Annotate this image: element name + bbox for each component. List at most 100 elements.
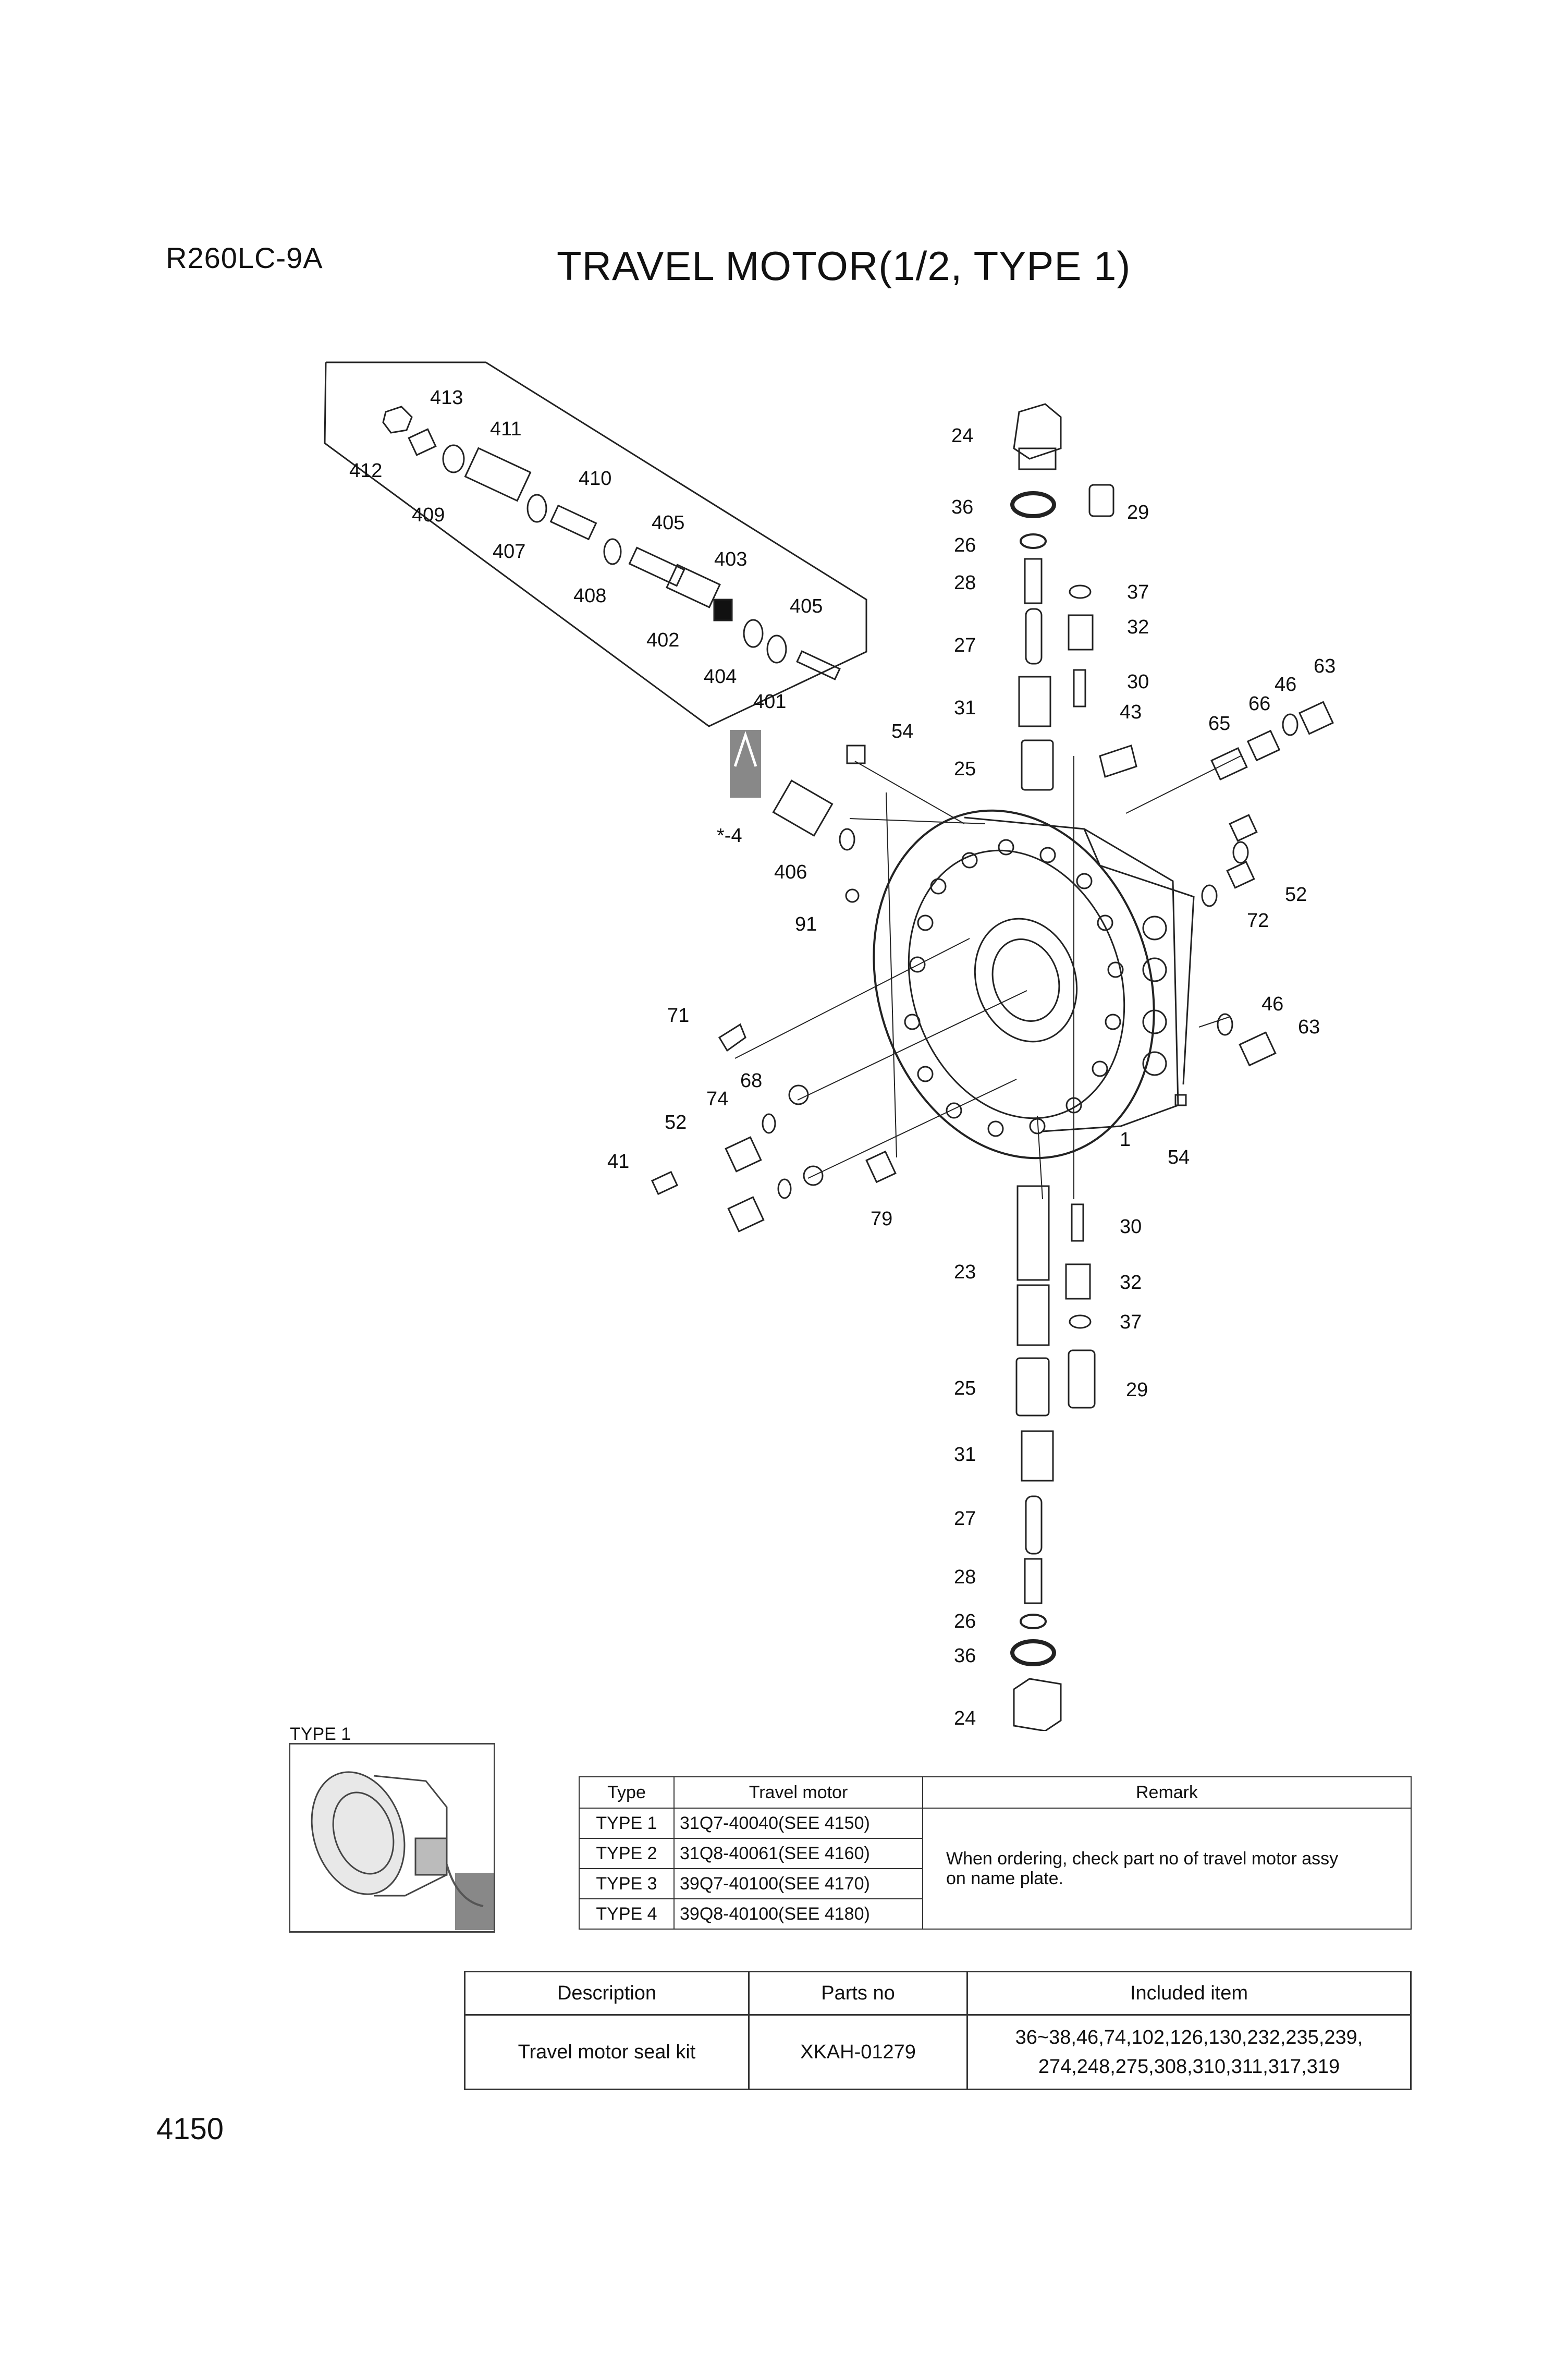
table-row: Travel motor seal kit XKAH-01279 36~38,4… bbox=[464, 2014, 1412, 2090]
description-cell: Travel motor seal kit bbox=[464, 2014, 750, 2090]
callout-36a: 36 bbox=[951, 496, 973, 518]
callout-412: 412 bbox=[349, 460, 382, 482]
callout-410: 410 bbox=[579, 468, 611, 490]
callout-406: 406 bbox=[774, 861, 807, 883]
callout-1: 1 bbox=[1120, 1129, 1131, 1151]
callout-23: 23 bbox=[954, 1261, 976, 1283]
callout-28b: 28 bbox=[954, 1566, 976, 1588]
included-line-1: 36~38,46,74,102,126,130,232,235,239, bbox=[1015, 2027, 1363, 2048]
callout-71: 71 bbox=[667, 1005, 689, 1027]
remark-line-2: on name plate. bbox=[946, 1869, 1063, 1888]
callout-405a: 405 bbox=[652, 512, 684, 534]
exploded-parts-diagram: 413 411 412 410 409 407 405 403 408 402 … bbox=[324, 361, 1336, 1731]
type-cell: TYPE 4 bbox=[579, 1898, 675, 1930]
callout-54b: 54 bbox=[1168, 1146, 1190, 1168]
callout-65: 65 bbox=[1208, 713, 1230, 735]
callout-404: 404 bbox=[704, 666, 737, 688]
callout-41: 41 bbox=[607, 1151, 629, 1173]
parts-no-cell: XKAH-01279 bbox=[748, 2014, 968, 2090]
callout-405b: 405 bbox=[790, 595, 823, 617]
callout-46b: 46 bbox=[1261, 993, 1283, 1015]
page-number: 4150 bbox=[156, 2112, 224, 2146]
callout-27a: 27 bbox=[954, 635, 976, 656]
type-cell: TYPE 2 bbox=[579, 1838, 675, 1869]
callout-24b: 24 bbox=[954, 1707, 976, 1729]
detail-inset-parts bbox=[382, 406, 841, 680]
seal-table-header: Description Parts no Included item bbox=[464, 1971, 1412, 2016]
callout-74: 74 bbox=[706, 1088, 728, 1110]
callout-52a: 52 bbox=[665, 1112, 687, 1133]
callout-402: 402 bbox=[646, 629, 679, 651]
callout-30a: 30 bbox=[1127, 671, 1149, 693]
type1-motor-thumbnail bbox=[289, 1743, 495, 1933]
callout-408: 408 bbox=[573, 585, 606, 607]
remark-header: Remark bbox=[922, 1776, 1412, 1809]
motor-housing bbox=[873, 809, 1195, 1160]
callout-star-4: *-4 bbox=[717, 825, 742, 847]
callout-25a: 25 bbox=[954, 758, 976, 780]
table-row: TYPE 4 39Q8-40100(SEE 4180) bbox=[579, 1898, 1411, 1930]
callout-46a: 46 bbox=[1275, 674, 1296, 696]
left-side-parts bbox=[651, 779, 1277, 1233]
callout-36b: 36 bbox=[954, 1645, 976, 1667]
travel-motor-header: Travel motor bbox=[673, 1776, 923, 1809]
detail-pointer-arrow bbox=[730, 730, 761, 798]
callout-63a: 63 bbox=[1314, 655, 1336, 677]
included-item-cell: 36~38,46,74,102,126,130,232,235,239, 274… bbox=[966, 2014, 1412, 2090]
callout-43: 43 bbox=[1120, 701, 1142, 723]
callout-79: 79 bbox=[871, 1208, 892, 1230]
remark-cell: When ordering, check part no of travel m… bbox=[922, 1808, 1412, 1930]
type-inset-caption: TYPE 1 bbox=[290, 1724, 351, 1744]
callout-52b: 52 bbox=[1285, 884, 1307, 906]
included-line-2: 274,248,275,308,310,311,317,319 bbox=[1038, 2056, 1340, 2078]
callout-54a: 54 bbox=[891, 721, 913, 742]
callout-63b: 63 bbox=[1298, 1016, 1320, 1038]
callout-72: 72 bbox=[1247, 910, 1269, 932]
motor-cell: 39Q7-40100(SEE 4170) bbox=[673, 1868, 923, 1899]
callout-26a: 26 bbox=[954, 534, 976, 556]
parts-no-header: Parts no bbox=[748, 1971, 968, 2016]
upper-valve-stack bbox=[846, 403, 1334, 791]
callout-91: 91 bbox=[795, 913, 817, 935]
callout-29a: 29 bbox=[1127, 502, 1149, 523]
callout-407: 407 bbox=[493, 541, 525, 563]
callout-27b: 27 bbox=[954, 1508, 976, 1530]
included-item-header: Included item bbox=[966, 1971, 1412, 2016]
table-row: TYPE 3 39Q7-40100(SEE 4170) bbox=[579, 1868, 1411, 1899]
model-name: R260LC-9A bbox=[166, 241, 323, 274]
motor-cell: 31Q8-40061(SEE 4160) bbox=[673, 1838, 923, 1869]
callout-68: 68 bbox=[740, 1070, 762, 1092]
callout-37b: 37 bbox=[1120, 1311, 1142, 1333]
callout-31a: 31 bbox=[954, 697, 976, 719]
callout-25b: 25 bbox=[954, 1377, 976, 1399]
type-cell: TYPE 1 bbox=[579, 1808, 675, 1839]
type-table-header: Type Travel motor Remark bbox=[579, 1776, 1412, 1809]
callout-66: 66 bbox=[1248, 693, 1270, 715]
callout-24a: 24 bbox=[951, 425, 973, 447]
table-row: TYPE 2 31Q8-40061(SEE 4160) bbox=[579, 1838, 1411, 1869]
type-cell: TYPE 3 bbox=[579, 1868, 675, 1899]
motor-cell: 39Q8-40100(SEE 4180) bbox=[673, 1898, 923, 1930]
page-title: TRAVEL MOTOR(1/2, TYPE 1) bbox=[557, 243, 1131, 289]
callout-32b: 32 bbox=[1120, 1272, 1142, 1294]
description-header: Description bbox=[464, 1971, 750, 2016]
detail-inset-outline bbox=[324, 361, 867, 727]
callout-26b: 26 bbox=[954, 1611, 976, 1632]
callout-32a: 32 bbox=[1127, 616, 1149, 638]
callout-411: 411 bbox=[490, 418, 522, 440]
motor-type-table: Type Travel motor Remark TYPE 1 31Q7-400… bbox=[579, 1776, 1412, 1930]
callout-30b: 30 bbox=[1120, 1216, 1142, 1238]
callout-28a: 28 bbox=[954, 572, 976, 594]
callout-29b: 29 bbox=[1126, 1379, 1148, 1401]
lower-valve-stack bbox=[1010, 1185, 1096, 1731]
type-header: Type bbox=[579, 1776, 675, 1809]
callout-401: 401 bbox=[753, 691, 786, 713]
table-row: TYPE 1 31Q7-40040(SEE 4150) When orderin… bbox=[579, 1808, 1412, 1930]
seal-kit-table: Description Parts no Included item Trave… bbox=[464, 1971, 1412, 2090]
callout-413: 413 bbox=[430, 387, 463, 409]
remark-line-1: When ordering, check part no of travel m… bbox=[946, 1849, 1339, 1869]
motor-cell: 31Q7-40040(SEE 4150) bbox=[673, 1808, 923, 1839]
callout-31b: 31 bbox=[954, 1444, 976, 1466]
callout-409: 409 bbox=[412, 504, 445, 526]
callout-403: 403 bbox=[714, 548, 747, 570]
